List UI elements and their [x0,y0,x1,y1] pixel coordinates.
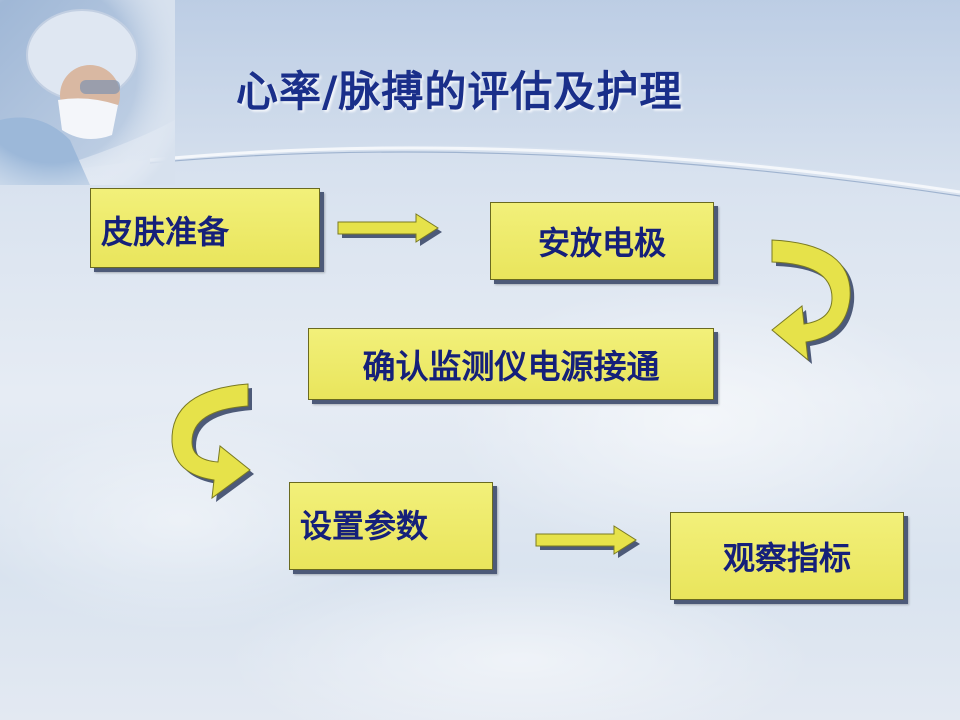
header-band [0,0,960,197]
step-observe-indicators: 观察指标 [670,512,904,600]
curved-arrow-down-right-icon [171,383,254,502]
step-set-parameters: 设置参数 [289,482,493,570]
curved-arrow-down-left-icon [771,239,855,364]
surgeon-photo [0,0,175,185]
arrow-right-icon [337,213,442,246]
step-skin-prep: 皮肤准备 [90,188,320,268]
arrow-right-icon-2 [535,525,640,558]
step-confirm-monitor-power: 确认监测仪电源接通 [308,328,714,400]
step-place-electrodes: 安放电极 [490,202,714,280]
slide-title: 心率/脉搏的评估及护理 [236,67,683,116]
